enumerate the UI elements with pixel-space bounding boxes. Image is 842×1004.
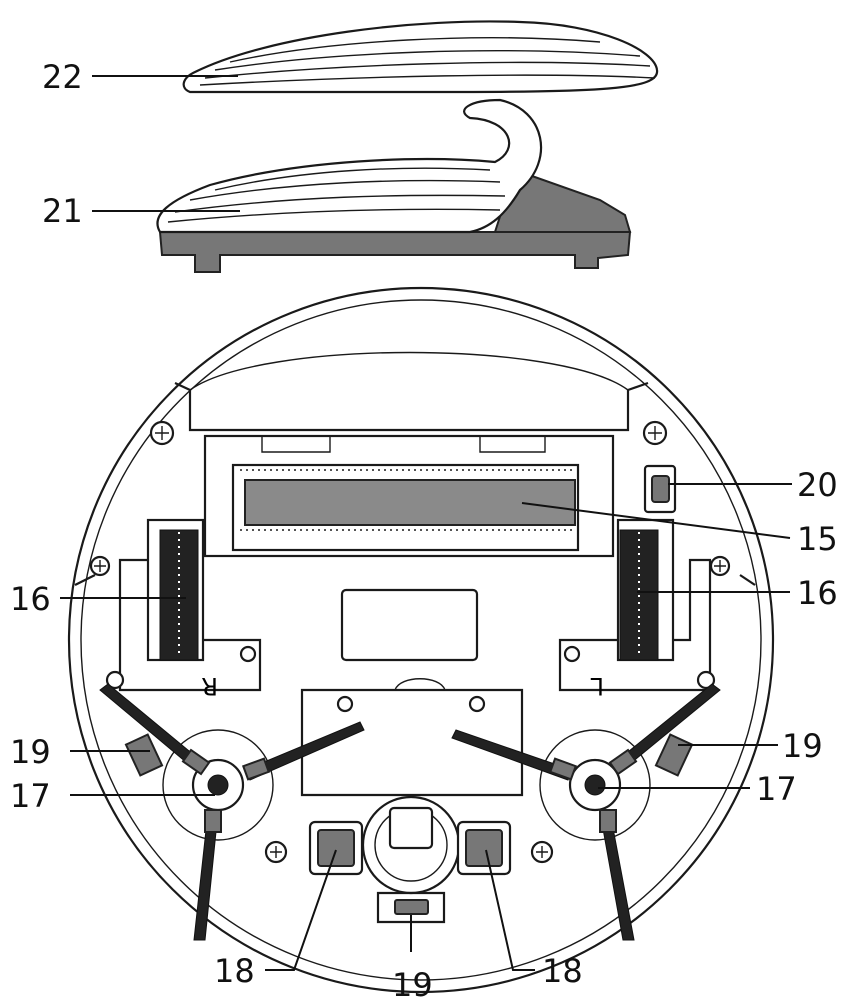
label-21: 21 [42,192,83,230]
label-19-front: 19 [392,966,433,1004]
screw-icon [264,840,288,864]
label-17-left: 17 [756,770,797,808]
screw-icon [105,670,125,690]
lid-part-22 [182,20,659,94]
pad-left-part-18 [456,820,512,876]
label-16-left: 16 [797,574,838,612]
right-wheel-mark: R [201,672,218,700]
label-19-right: 19 [10,733,51,771]
label-19-left: 19 [782,727,823,765]
wheel-right-part-16 [146,518,205,662]
label-18-left: 18 [542,952,583,990]
pad-right-part-18 [308,820,364,876]
side-brush-left-part-17 [451,683,721,941]
side-brush-right-part-17 [99,683,365,941]
label-17-right: 17 [10,777,51,815]
robot-body [67,286,775,994]
screw-icon [468,695,486,713]
screw-icon [530,840,554,864]
caster-wheel [361,795,461,895]
screw-icon [696,670,716,690]
screws [89,420,731,864]
dustbin-part-21 [156,98,632,273]
leader-lines [60,75,792,971]
screw-icon [89,555,111,577]
screw-icon [709,555,731,577]
screw-icon [563,645,581,663]
wheel-left-part-16 [616,518,675,662]
sensor-front-part-19 [376,891,446,924]
label-22: 22 [42,58,83,96]
label-18-right: 18 [214,952,255,990]
screw-icon [149,420,175,446]
left-wheel-mark: L [590,672,604,700]
label-20: 20 [797,466,838,504]
screw-icon [336,695,354,713]
screw-icon [239,645,257,663]
screw-icon [642,420,668,446]
callout-labels: 22 21 20 15 16 16 19 19 17 17 18 18 19 [10,58,838,1004]
label-15: 15 [797,520,838,558]
roller-brush-part-15 [203,434,615,558]
sensor-left-part-19 [654,733,694,777]
power-switch-part-20[interactable] [643,464,677,514]
sensor-right-part-19 [124,733,164,777]
label-16-right: 16 [10,580,51,618]
